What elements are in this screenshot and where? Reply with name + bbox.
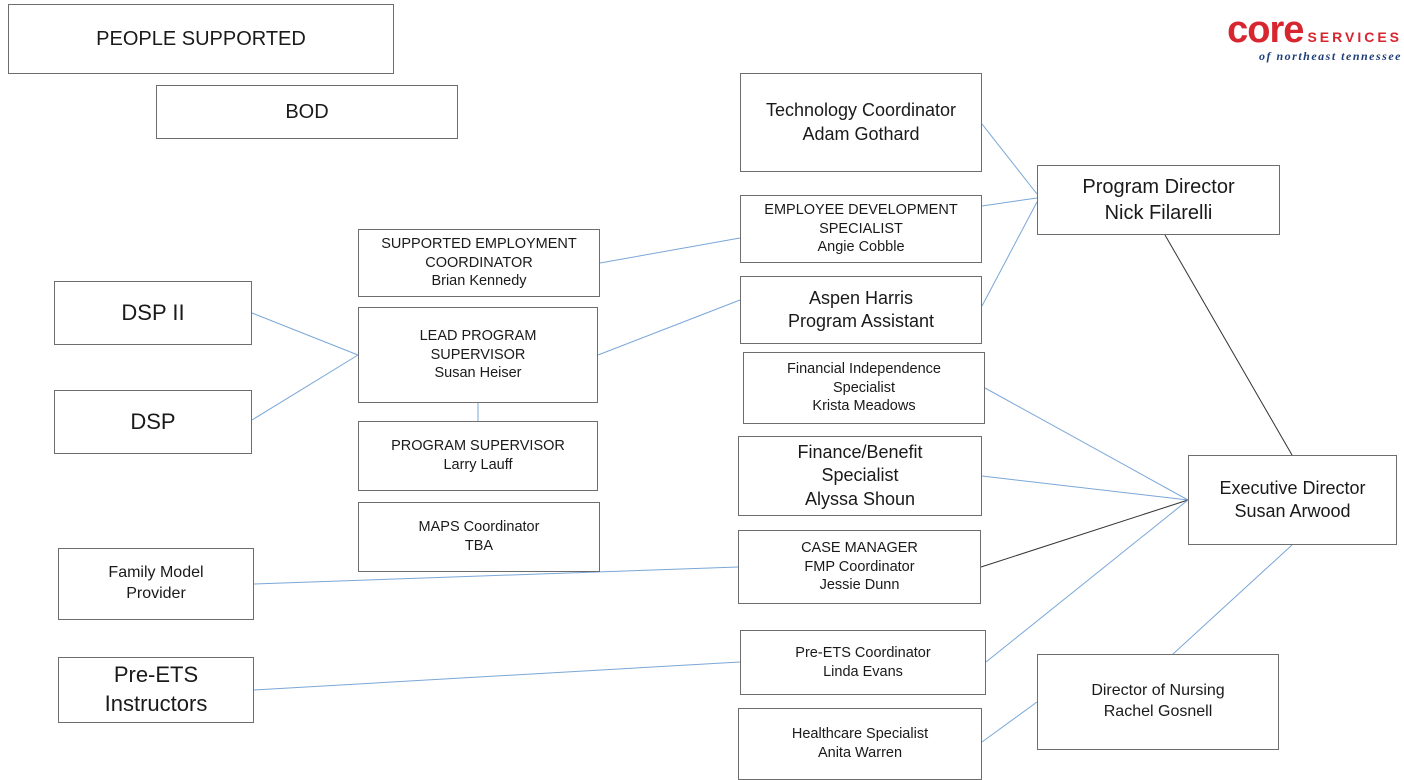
- bod-box: BOD: [156, 85, 458, 139]
- maps-coordinator-line-2: TBA: [464, 538, 494, 554]
- executive-director-line-2: Susan Arwood: [1234, 501, 1351, 521]
- logo-word: core: [1227, 9, 1304, 51]
- lead-program-supervisor-line-3: Susan Heiser: [434, 365, 522, 382]
- connector-employee-development-specialist-to-program-director: [981, 197, 1038, 207]
- connector-healthcare-specialist-to-director-of-nursing: [981, 701, 1038, 743]
- lead-program-supervisor-box: LEAD PROGRAM SUPERVISOR Susan Heiser: [358, 307, 598, 403]
- connector-aspen-harris-to-program-director: [981, 201, 1038, 307]
- case-manager-line-1: CASE MANAGER: [801, 539, 918, 556]
- program-director-line-1: Program Director: [1082, 176, 1235, 198]
- employee-development-specialist-line-3: Angie Cobble: [817, 239, 905, 256]
- dsp-ii-line-1: DSP II: [121, 299, 185, 325]
- lead-program-supervisor-line-1: LEAD PROGRAM: [419, 327, 537, 344]
- pre-ets-instructors-line-2: Instructors: [104, 691, 208, 716]
- connector-supported-employment-coordinator-to-employee-development-specialist: [599, 237, 741, 264]
- supported-employment-coordinator-box: SUPPORTED EMPLOYMENT COORDINATOR Brian Ken…: [358, 229, 600, 297]
- family-model-provider-line-1: Family Model: [108, 564, 204, 582]
- pre-ets-instructors-line-1: Pre-ETS: [113, 662, 199, 688]
- bod-line-1: BOD: [285, 101, 329, 123]
- people-supported-line-1: PEOPLE SUPPORTED: [96, 28, 306, 50]
- dsp-ii-box: DSP II: [54, 281, 252, 345]
- program-supervisor-line-1: PROGRAM SUPERVISOR: [391, 438, 565, 455]
- finance-benefit-specialist-line-3: Alyssa Shoun: [804, 488, 916, 509]
- finance-benefit-specialist-line-1: Finance/Benefit: [797, 441, 923, 462]
- connector-lead-program-supervisor-to-aspen-harris: [597, 299, 741, 356]
- technology-coordinator-line-2: Adam Gothard: [802, 123, 920, 144]
- logo-subtitle: of northeast tennessee: [1258, 49, 1402, 63]
- logo-services-text: SERVICES: [1307, 29, 1402, 45]
- director-of-nursing-line-2: Rachel Gosnell: [1103, 703, 1213, 720]
- connector-finance-benefit-specialist-to-executive-director: [981, 475, 1189, 501]
- connector-technology-coordinator-to-program-director: [981, 123, 1038, 195]
- connector-pre-ets-coordinator-to-executive-director: [985, 499, 1189, 663]
- aspen-harris-line-1: Aspen Harris: [808, 287, 914, 308]
- lead-program-supervisor-line-2: SUPERVISOR: [430, 346, 526, 363]
- dsp-line-1: DSP: [130, 408, 176, 434]
- connector-dsp-ii-to-lead-program-supervisor: [251, 312, 359, 356]
- healthcare-specialist-line-1: Healthcare Specialist: [791, 726, 929, 743]
- financial-independence-specialist-line-2: Specialist: [832, 379, 896, 396]
- aspen-harris-line-2: Program Assistant: [787, 311, 935, 331]
- people-supported-box: PEOPLE SUPPORTED: [8, 4, 394, 74]
- pre-ets-coordinator-line-2: Linda Evans: [823, 663, 903, 680]
- family-model-provider-line-2: Provider: [126, 585, 186, 602]
- connector-executive-director-to-director-of-nursing: [1172, 544, 1293, 655]
- supported-employment-coordinator-line-1: SUPPORTED EMPLOYMENT: [381, 235, 577, 252]
- connector-family-model-provider-to-case-manager: [253, 566, 739, 585]
- connector-financial-independence-specialist-to-executive-director: [984, 387, 1189, 501]
- pre-ets-coordinator-line-1: Pre-ETS Coordinator: [795, 644, 931, 661]
- executive-director-line-1: Executive Director: [1219, 477, 1366, 498]
- financial-independence-specialist-line-3: Krista Meadows: [812, 398, 916, 415]
- director-of-nursing-line-1: Director of Nursing: [1091, 682, 1225, 700]
- pre-ets-instructors-box: Pre-ETS Instructors: [58, 657, 254, 723]
- connector-dsp-to-lead-program-supervisor: [251, 354, 359, 421]
- financial-independence-specialist-line-1: Financial Independence: [787, 360, 941, 377]
- program-supervisor-box: PROGRAM SUPERVISOR Larry Lauff: [358, 421, 598, 491]
- dsp-box: DSP: [54, 390, 252, 454]
- finance-benefit-specialist-line-2: Specialist: [821, 465, 899, 486]
- employee-development-specialist-line-2: SPECIALIST: [819, 220, 903, 237]
- supported-employment-coordinator-line-3: Brian Kennedy: [431, 273, 527, 290]
- case-manager-line-2: FMP Coordinator: [804, 558, 915, 575]
- healthcare-specialist-line-2: Anita Warren: [817, 745, 903, 761]
- maps-coordinator-line-1: MAPS Coordinator: [418, 519, 540, 536]
- connector-pre-ets-instructors-to-pre-ets-coordinator: [253, 661, 741, 691]
- employee-development-specialist-box: EMPLOYEE DEVELOPMENT SPECIALIST Angie Cobb…: [740, 195, 982, 263]
- employee-development-specialist-line-1: EMPLOYEE DEVELOPMENT: [764, 201, 958, 218]
- supported-employment-coordinator-line-2: COORDINATOR: [425, 254, 533, 271]
- technology-coordinator-line-1: Technology Coordinator: [765, 100, 957, 121]
- connector-case-manager-to-executive-director: [980, 499, 1189, 568]
- program-director-line-2: Nick Filarelli: [1104, 202, 1213, 224]
- connector-program-director-to-executive-director: [1164, 234, 1293, 456]
- case-manager-line-3: Jessie Dunn: [819, 577, 900, 594]
- program-supervisor-line-2: Larry Lauff: [443, 457, 513, 473]
